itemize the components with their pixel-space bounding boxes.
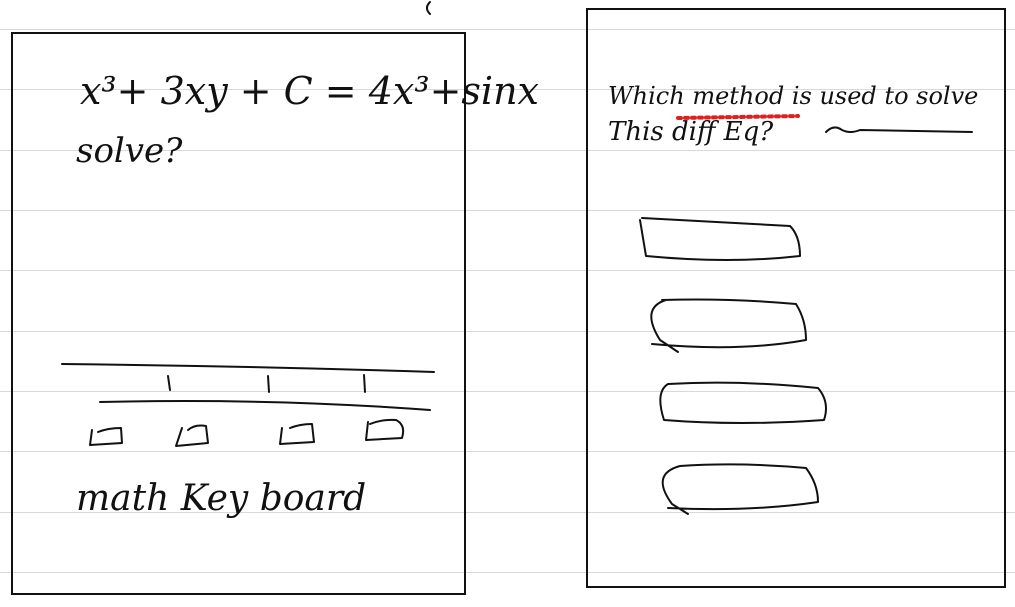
answer-option-box[interactable] xyxy=(659,381,827,424)
question-line-1: Which method is used to solve xyxy=(608,82,978,110)
keyboard-top-line xyxy=(61,363,435,373)
ruled-line xyxy=(0,451,1015,452)
keyboard-key[interactable] xyxy=(279,423,315,445)
spellcheck-underline xyxy=(676,114,800,120)
keyboard-tick xyxy=(267,375,270,393)
answer-option-box[interactable] xyxy=(661,463,819,515)
ruled-line xyxy=(0,572,1015,573)
ruled-line xyxy=(0,512,1015,513)
keyboard-tick xyxy=(167,375,171,391)
question-line-2: This diff Eq? xyxy=(608,117,774,147)
left-card-frame xyxy=(11,32,466,595)
ruled-line xyxy=(0,391,1015,392)
ruled-line xyxy=(0,89,1015,90)
answer-option-box[interactable] xyxy=(650,298,807,353)
ruled-line xyxy=(0,210,1015,211)
squiggle-line xyxy=(825,126,973,133)
keyboard-key[interactable] xyxy=(365,418,405,441)
stray-stroke xyxy=(426,1,431,15)
keyboard-key[interactable] xyxy=(89,427,123,446)
equation-text: x³+ 3xy + C = 4x³+sinx xyxy=(80,69,539,113)
right-card-frame xyxy=(586,8,1006,588)
keyboard-bottom-line xyxy=(99,400,431,411)
question-text: solve? xyxy=(76,131,183,171)
ruled-line xyxy=(0,150,1015,151)
answer-option-box[interactable] xyxy=(639,217,801,261)
keyboard-tick xyxy=(363,374,366,393)
ruled-line xyxy=(0,29,1015,30)
ruled-line xyxy=(0,270,1015,271)
keyboard-label: math Key board xyxy=(76,478,366,519)
keyboard-key[interactable] xyxy=(175,424,209,447)
ruled-line xyxy=(0,331,1015,332)
